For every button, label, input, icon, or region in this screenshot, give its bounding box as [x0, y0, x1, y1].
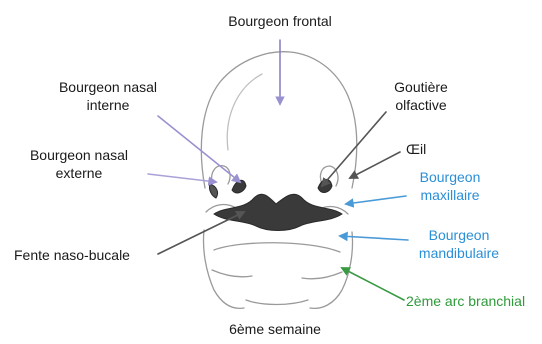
- label-gouttiere-olfactive: Goutière olfactive: [376, 78, 466, 114]
- stomodeum-shape: [214, 194, 342, 230]
- arrow-arc: [342, 268, 404, 300]
- arrow-maxillaire: [346, 196, 406, 204]
- label-maxillaire-line1: Bourgeon: [404, 168, 496, 186]
- jaw-outline: [203, 230, 244, 308]
- label-mandibulaire-line1: Bourgeon: [404, 226, 514, 244]
- annotation-arrows: [148, 40, 408, 300]
- frontal-bulge: [227, 74, 262, 150]
- label-2eme-arc-branchial: 2ème arc branchial: [406, 292, 525, 310]
- label-fente-text: Fente naso-bucale: [14, 247, 130, 263]
- label-bourgeon-frontal: Bourgeon frontal: [206, 12, 354, 30]
- groove-left: [209, 184, 217, 198]
- label-nasal-externe: Bourgeon nasal externe: [20, 146, 138, 182]
- arrow-nasal-externe: [148, 174, 216, 182]
- label-oeil: Œil: [406, 140, 426, 158]
- embryo-face: [201, 52, 356, 309]
- caption-text: 6ème semaine: [229, 321, 321, 337]
- label-bourgeon-maxillaire: Bourgeon maxillaire: [404, 168, 496, 204]
- arrow-fente: [158, 212, 244, 254]
- label-maxillaire-line2: maxillaire: [404, 186, 496, 204]
- label-nasal-interne: Bourgeon nasal interne: [48, 78, 168, 114]
- label-bourgeon-mandibulaire: Bourgeon mandibulaire: [404, 226, 514, 262]
- second-arch-left: [212, 270, 252, 277]
- label-fente-naso-bucale: Fente naso-bucale: [14, 246, 130, 264]
- label-nasal-interne-line2: interne: [48, 96, 168, 114]
- label-arc-text: 2ème arc branchial: [406, 293, 525, 309]
- mandibular-ridge: [214, 243, 340, 252]
- label-nasal-interne-line1: Bourgeon nasal: [48, 78, 168, 96]
- second-arch-right: [302, 272, 342, 279]
- chin-line: [246, 300, 308, 305]
- caption-6eme-semaine: 6ème semaine: [210, 320, 340, 338]
- arrow-mandibulaire: [340, 236, 408, 240]
- label-gouttiere-line2: olfactive: [376, 96, 466, 114]
- arrow-oeil: [350, 152, 400, 178]
- label-oeil-text: Œil: [406, 141, 426, 157]
- label-frontal-text: Bourgeon frontal: [228, 13, 332, 29]
- label-gouttiere-line1: Goutière: [376, 78, 466, 96]
- label-mandibulaire-line2: mandibulaire: [404, 244, 514, 262]
- label-nasal-externe-line2: externe: [20, 164, 138, 182]
- label-nasal-externe-line1: Bourgeon nasal: [20, 146, 138, 164]
